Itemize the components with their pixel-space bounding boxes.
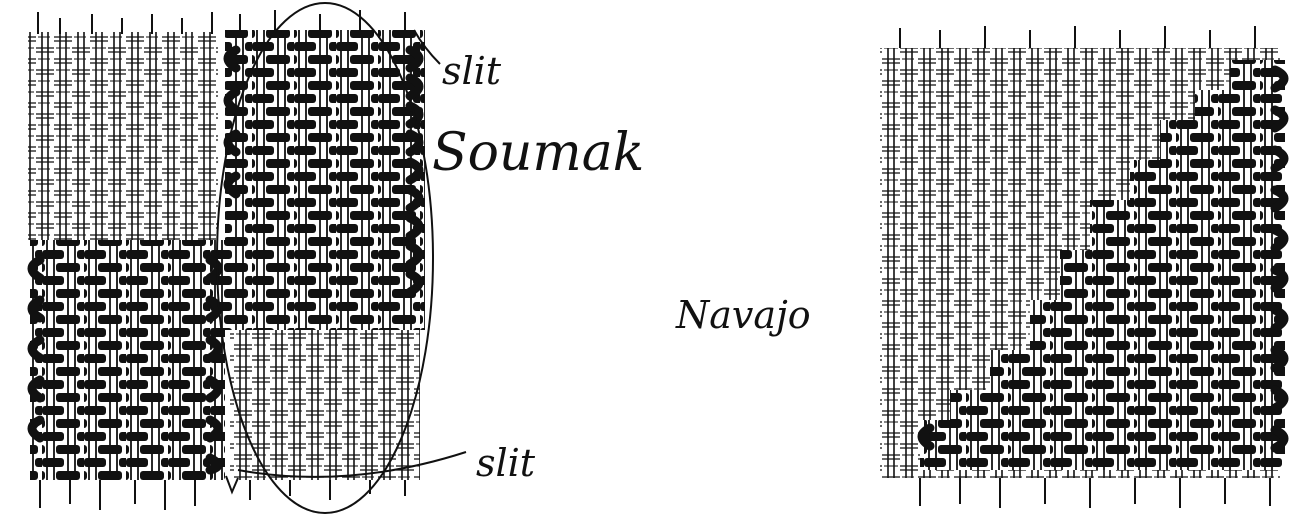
light-weave-block-lower-right [230,330,420,480]
slit-bottom-arrow [225,475,239,495]
slit-top-leader [413,29,441,65]
soumak-dark-block [225,30,425,330]
label-slit-top: slit [442,49,502,93]
label-navajo: Navajo [675,293,811,337]
right-warp-ends [899,26,1271,508]
dark-weave-block-lower-left [30,240,225,480]
label-slit-bottom: slit [476,441,536,485]
light-weave-block-upper-left [28,32,218,240]
left-weave-figure: slit Soumak slit [27,2,644,514]
navajo-edge-wraps [917,65,1289,453]
soumak-outline-oval [216,2,434,514]
navajo-dark-region [920,60,1285,470]
slit-bottom-leader [237,451,467,478]
label-soumak: Soumak [432,123,644,183]
right-weave-figure [880,26,1289,508]
warp-ends [37,10,406,510]
